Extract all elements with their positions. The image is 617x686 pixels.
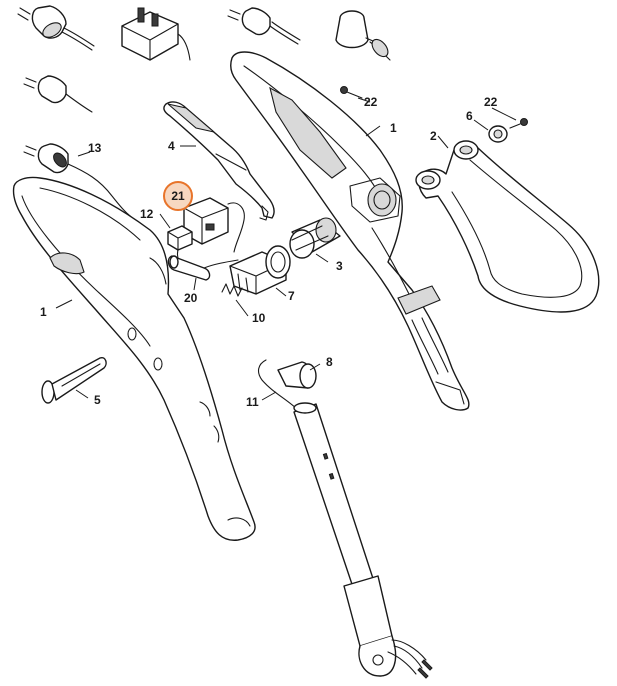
handle-housing-right	[230, 51, 470, 411]
cable-clip-12	[167, 225, 193, 251]
callout-22-a: 22	[364, 95, 378, 109]
callout-1-right: 1	[390, 121, 397, 135]
plug-euro-1	[17, 5, 95, 51]
highlight-circle	[163, 181, 193, 211]
plug-uk	[121, 7, 191, 61]
callout-3: 3	[336, 259, 343, 273]
callout-21: 21	[171, 189, 185, 203]
screw-22-a	[340, 86, 363, 99]
loop-handle-2	[415, 140, 600, 313]
callout-8: 8	[326, 355, 333, 369]
cable-sleeve-20	[167, 255, 239, 281]
plug-round	[335, 10, 391, 61]
nut-6	[488, 125, 508, 143]
callout-4: 4	[168, 139, 175, 153]
lock-housing-7	[229, 245, 291, 295]
callout-7: 7	[288, 289, 295, 303]
callout-1-left: 1	[40, 305, 47, 319]
spring-10	[221, 283, 243, 297]
plug-euro-2	[227, 7, 301, 45]
handle-housing-left	[12, 176, 256, 541]
callout-13: 13	[88, 141, 102, 155]
shaft-cable-11	[257, 359, 433, 679]
leader-lines	[55, 97, 517, 401]
pin-5	[41, 356, 107, 404]
grommet-8	[277, 361, 317, 389]
callout-5: 5	[94, 393, 101, 407]
callout-6: 6	[466, 109, 473, 123]
screw-22-b	[509, 118, 528, 129]
callout-12: 12	[140, 207, 154, 221]
plug-euro-3	[23, 75, 93, 113]
callout-22-b: 22	[484, 95, 498, 109]
cylinder-3	[289, 217, 341, 259]
plug-13-assembly	[23, 143, 139, 223]
callout-11: 11	[246, 395, 259, 409]
switch-lever-4	[163, 101, 275, 221]
callout-10: 10	[252, 311, 266, 325]
callout-2: 2	[430, 129, 437, 143]
callout-20: 20	[184, 291, 198, 305]
